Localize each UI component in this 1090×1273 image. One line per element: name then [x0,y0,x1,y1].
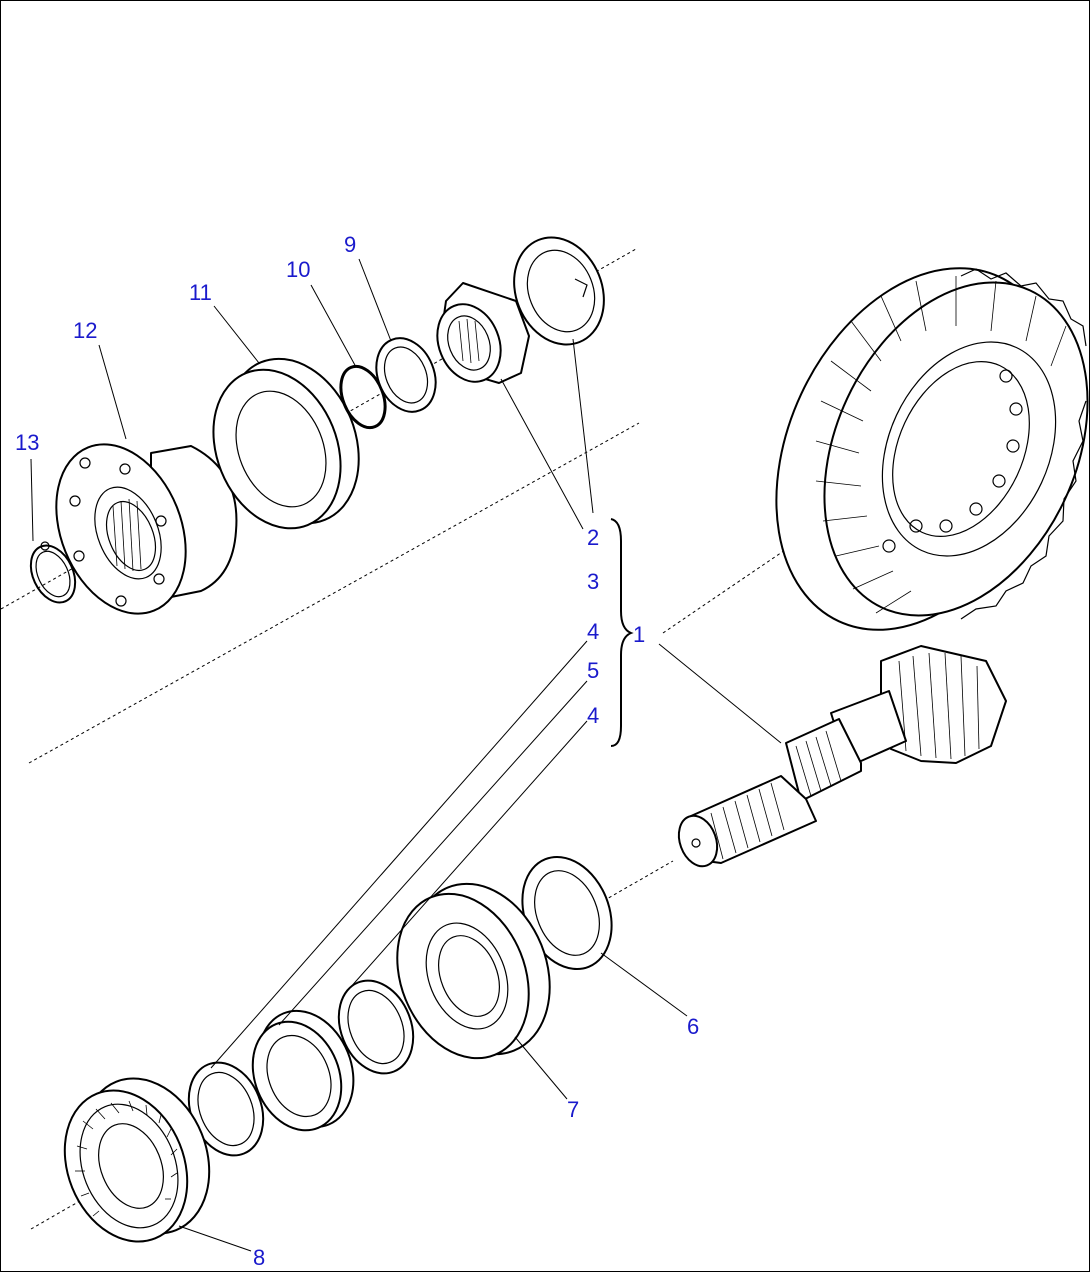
callout-7: 7 [567,1097,579,1122]
bracket-group [610,518,634,747]
callout-9: 9 [344,232,356,257]
axis-line-gear [662,545,792,634]
part-4-shim-upper [337,979,415,1075]
pinion-shaft [677,645,1007,868]
callout-4-upper: 4 [587,619,599,644]
part-3-slotted-nut [436,282,530,384]
callout-4-lower: 4 [587,703,599,728]
part-5-spacer [251,1009,355,1132]
axis-line-middle [28,422,640,764]
callout-1: 1 [633,622,645,647]
part-7-bearing [396,882,551,1060]
callout-3: 3 [587,569,599,594]
callout-8: 8 [253,1245,265,1270]
callout-13: 13 [15,430,39,455]
callout-6: 6 [687,1014,699,1039]
part-9-spacer-ring [375,337,437,413]
callout-2: 2 [587,525,599,550]
ring-gear [775,267,1089,631]
callout-10: 10 [286,257,310,282]
part-2-lock-washer [513,236,605,346]
part-4-shim-lower [187,1061,265,1157]
part-8-roller-bearing [63,1077,211,1243]
part-12-flange [55,443,238,615]
leader-lines [30,258,782,1252]
part-11-oil-seal [212,357,360,530]
callout-12: 12 [73,318,97,343]
callout-11: 11 [189,280,212,305]
callout-5: 5 [587,658,599,683]
